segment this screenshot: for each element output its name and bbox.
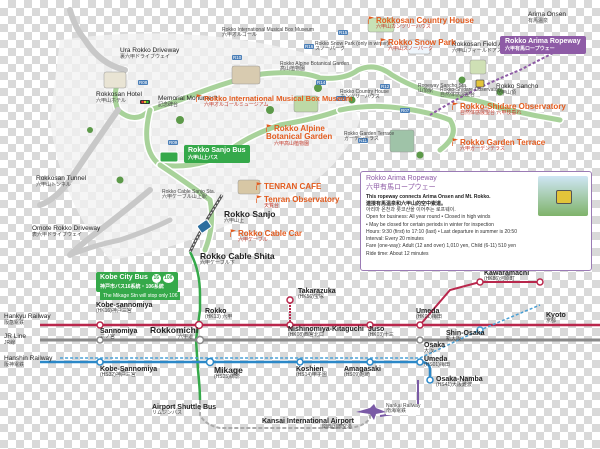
- route-sign: R09: [168, 140, 179, 145]
- tenran-cafe-image: [237, 179, 261, 195]
- field-athletic-image: [469, 59, 487, 75]
- station-amagasaki[interactable]: Amagasaki(HS09)尼崎: [344, 366, 381, 379]
- station-umeda-hankyu[interactable]: Umeda(HK01)梅田: [416, 308, 442, 321]
- cable-car-icon: [196, 219, 212, 234]
- station-mikage[interactable]: Mikage(HS25)御影: [214, 365, 243, 380]
- hankyu-line: [40, 281, 600, 327]
- kobe-city-bus-box[interactable]: Kobe City Bus 16 106 神戸市バス16系統・106系統: [96, 272, 178, 292]
- country-house-image: [367, 17, 395, 33]
- flag-icon: [230, 229, 236, 237]
- flag-icon: [380, 38, 386, 46]
- route-sign: R13: [336, 96, 347, 101]
- flag-icon: [368, 16, 374, 24]
- station-koshien[interactable]: Koshien(HS14)甲子園: [296, 366, 327, 379]
- snow-park-image: [407, 39, 431, 55]
- flag-icon: [452, 138, 458, 146]
- station-umeda-hanshin[interactable]: Umeda(HS01)梅田: [424, 356, 450, 369]
- route-sign: R15: [338, 30, 349, 35]
- poi-garden-terrace[interactable]: Rokko Garden Terrace 六甲ガーデンテラス: [452, 138, 545, 153]
- tree-icons: [87, 76, 504, 184]
- station-kobe-sannomiya-hankyu[interactable]: Kobe-sannomiya(HK16)神戸三宮: [96, 302, 153, 315]
- ropeway-sancho-label: Ropeway Sancho Sta.山頂駅: [418, 83, 468, 95]
- airport-bus-route: [199, 400, 371, 429]
- gondola-photo-icon: [556, 190, 572, 204]
- flag-icon: [256, 195, 262, 203]
- poi-tenran-observatory[interactable]: Tenran Observatory 天覧台: [256, 195, 339, 210]
- route-sign: R10: [232, 55, 243, 60]
- ropeway-line: [429, 51, 556, 116]
- poi-cable-car[interactable]: Rokko Cable Car 六甲ケーブル: [230, 229, 302, 244]
- ropeway-info-panel: Rokko Arima Ropeway 六甲有馬ロープウェー This rope…: [360, 171, 592, 271]
- poi-country-house[interactable]: Rokkosan Country House 六甲山カンツリーハウス: [368, 16, 474, 31]
- musical-box-museum-image: [231, 65, 261, 85]
- station-kobe-sannomiya-hanshin[interactable]: Kobe-Sannomiya(HS32)神戸三宮: [100, 366, 158, 379]
- flag-icon: [196, 94, 202, 102]
- bus-icon: [159, 151, 179, 163]
- station-markers: [96, 278, 544, 330]
- route-sign: R16: [304, 44, 315, 49]
- poi-tenran-cafe[interactable]: TENRAN CAFE: [256, 182, 321, 191]
- poi-musical-box-museum[interactable]: Rokko International Musical Box Museum 六…: [196, 94, 352, 108]
- route-sign: R08: [138, 80, 149, 85]
- cable-sanjo-small-label: Rokko Cable Sanjo Sta.六甲ケーブル山上駅: [162, 189, 216, 201]
- poi-shidare-observatory[interactable]: Rokko-Shidare Observatory 自然体感展望台 六甲枝垂れ: [452, 102, 566, 117]
- airplane-icon: [356, 404, 386, 420]
- poi-snow-park[interactable]: Rokko Snow Park 六甲山スノーパーク: [380, 38, 456, 53]
- mikage-note: The Mikage Stn will stop only 106: [100, 292, 181, 300]
- route-sign: R07: [400, 108, 411, 113]
- rokkosan-hotel-image: [103, 71, 127, 89]
- poi-alpine-garden[interactable]: Rokko Alpine Botanical Garden 六甲高山植物園: [266, 124, 333, 147]
- shidare-observatory-image: [389, 129, 415, 153]
- gondola-icon: [475, 79, 485, 88]
- flag-icon: [452, 102, 458, 110]
- flag-icon: [266, 124, 272, 132]
- flag-icon: [256, 182, 262, 190]
- route-106-badge: 106: [162, 274, 174, 283]
- station-rokko[interactable]: Rokko(HK13) 六甲: [205, 308, 233, 321]
- station-juso[interactable]: Juso(HK03)十三: [368, 326, 394, 339]
- station-takarazuka[interactable]: Takarazuka(HK56)宝塚: [298, 288, 336, 301]
- alpine-garden-image: [293, 95, 319, 113]
- station-nishinomiya-kitaguchi[interactable]: Nishinomiya-Kitaguchi(HK08)西宮北口: [288, 326, 364, 339]
- route-16-badge: 16: [151, 274, 161, 283]
- station-kawaramachi[interactable]: Kawaramachi(HK86)河原町: [484, 270, 530, 283]
- route-sign: R11: [358, 138, 368, 143]
- route-sign: R14: [316, 80, 327, 85]
- route-sign: R12: [380, 84, 391, 89]
- snow-park-small-label: Rokko Snow Park (only in winter)スノーパーク: [315, 41, 389, 53]
- mountain-roads: [37, 7, 564, 258]
- station-osaka-namba[interactable]: Osaka-Namba(HS41)大阪難波: [436, 376, 483, 389]
